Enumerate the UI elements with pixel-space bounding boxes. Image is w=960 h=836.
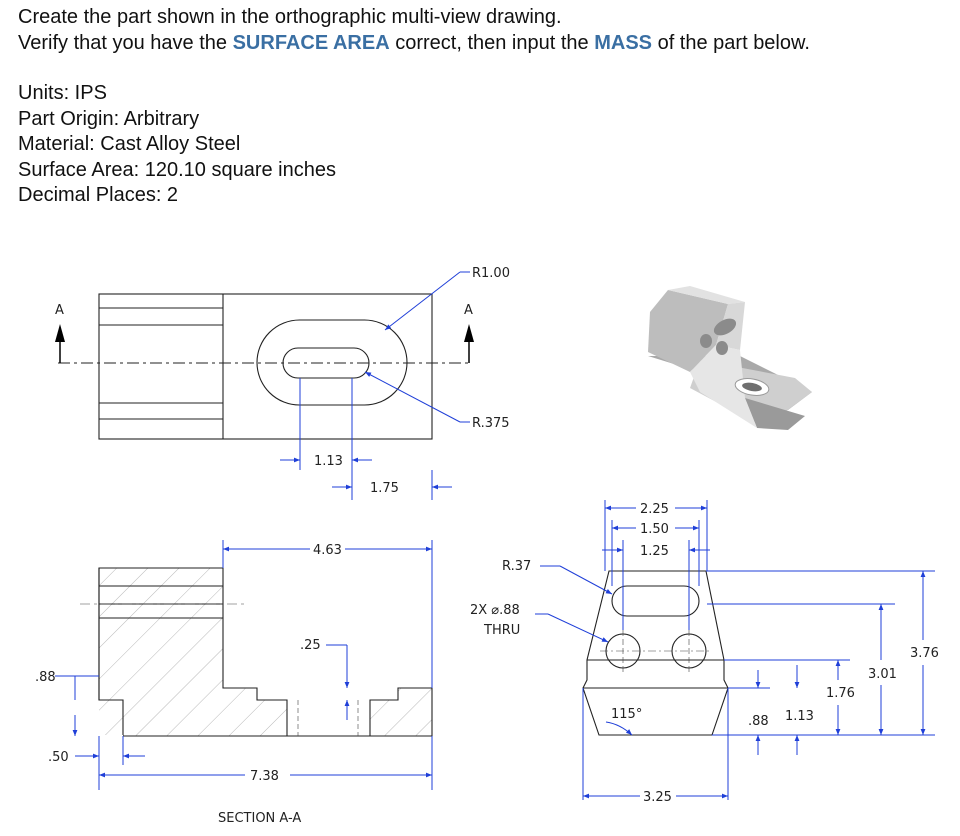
- dim-holes-thru: THRU: [483, 623, 520, 638]
- dim-r037: R.37: [502, 559, 531, 574]
- iso-through-slot: [742, 382, 762, 392]
- leader-r100: [384, 271, 461, 331]
- dim-325: 3.25: [643, 790, 672, 805]
- section-label-left: A: [55, 303, 64, 318]
- leader-holes: [547, 613, 609, 643]
- dim-125: 1.25: [640, 544, 669, 559]
- angle-arc: [605, 721, 633, 736]
- iso-block-top: [668, 286, 745, 304]
- leader-r037: [559, 565, 613, 595]
- top-view: A A R1.00 R.375 1.13 1.75: [55, 266, 510, 500]
- instruction-line-2: Verify that you have the SURFACE AREA co…: [18, 30, 810, 56]
- dim-025: .25: [300, 638, 321, 653]
- section-title: SECTION A-A: [218, 811, 301, 826]
- dim-050: .50: [48, 750, 69, 765]
- iso-base-face: [690, 345, 757, 428]
- section-outline: [98, 567, 433, 737]
- spec-units: Units: IPS: [18, 82, 107, 104]
- dim-113: 1.13: [314, 454, 343, 469]
- section-hatch-left: [99, 568, 287, 736]
- spec-origin: Part Origin: Arbitrary: [18, 107, 200, 130]
- section-arrowhead-left: [55, 324, 65, 342]
- instructions: Create the part shown in the orthographi…: [18, 4, 810, 56]
- iso-hole: [700, 334, 712, 348]
- dim-376: 3.76: [910, 646, 939, 661]
- dim-r100: R1.00: [472, 266, 510, 281]
- iso-slot: [713, 318, 737, 336]
- dim-r375: R.375: [472, 416, 510, 431]
- dim-225: 2.25: [640, 502, 669, 517]
- dim-301: 3.01: [868, 667, 897, 682]
- isometric-view: [648, 286, 812, 430]
- dim-463: 4.63: [313, 543, 342, 558]
- spec-decimals: Decimal Places: 2: [18, 184, 179, 206]
- instruction-text: of the part below.: [652, 32, 810, 54]
- iso-hole: [716, 341, 728, 355]
- instruction-line-1: Create the part shown in the orthographi…: [18, 6, 562, 28]
- dim-738: 7.38: [250, 769, 279, 784]
- section-view: 4.63 .25 .88 .50 7.38 SECTION A-A: [35, 540, 433, 826]
- instruction-text: Verify that you have the: [18, 32, 233, 54]
- iso-base-edge: [745, 398, 805, 430]
- dim-113-right: 1.13: [785, 709, 814, 724]
- mass-highlight: MASS: [594, 32, 653, 54]
- top-view-outline: [98, 293, 433, 440]
- section-label-right: A: [464, 303, 473, 318]
- spec-material: Material: Cast Alloy Steel: [18, 133, 241, 155]
- dim-150: 1.50: [640, 522, 669, 537]
- dim-175: 1.75: [370, 481, 399, 496]
- iso-block-side: [648, 290, 728, 372]
- dim-angle: 115°: [611, 707, 642, 722]
- side-view: 2.25 1.50 1.25 R.37 2X ⌀.88 THRU 115° 3.…: [470, 500, 939, 805]
- side-view-slot: [611, 585, 700, 617]
- instruction-text: correct, then input the: [389, 32, 595, 54]
- dim-holes: 2X ⌀.88: [470, 603, 520, 618]
- section-hatch-right: [370, 688, 432, 736]
- spec-list: Units: IPS Part Origin: Arbitrary Materi…: [18, 81, 336, 209]
- dim-088-left: .88: [35, 670, 56, 685]
- dim-088-right: .88: [748, 714, 769, 729]
- dim-176: 1.76: [826, 686, 855, 701]
- section-arrowhead-right: [464, 324, 474, 342]
- spec-surface-area: Surface Area: 120.10 square inches: [18, 158, 336, 181]
- surface-area-highlight: SURFACE AREA: [232, 32, 390, 54]
- leader-r375: [364, 371, 461, 423]
